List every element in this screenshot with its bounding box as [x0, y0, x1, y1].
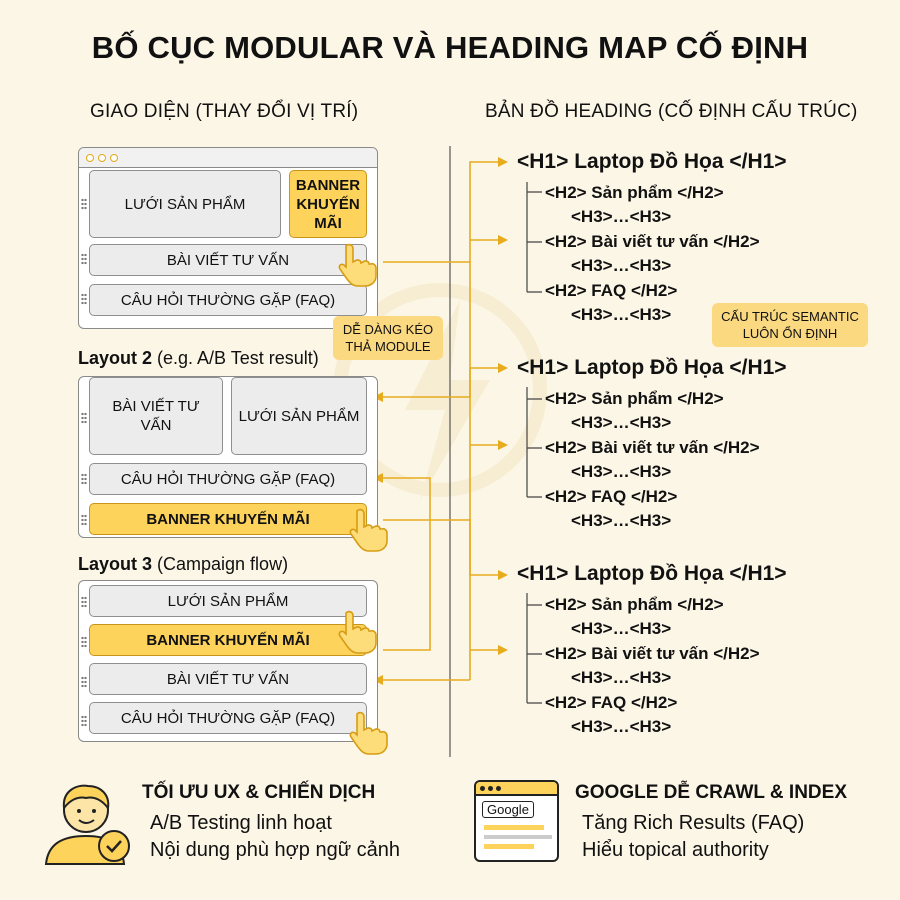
module-promo-banner[interactable]: BANNER KHUYẾN MÃI: [89, 503, 367, 535]
heading-h3: <H3>…<H3>: [571, 256, 672, 275]
window-bar: [79, 148, 377, 168]
layout-3-name: Layout 3: [78, 554, 153, 574]
drag-handle-icon[interactable]: [81, 715, 87, 727]
layout-1-frame: LƯỚI SẢN PHẨM BANNER KHUYẾN MÃI BÀI VIẾT…: [78, 147, 378, 329]
module-promo-banner[interactable]: BANNER KHUYẾN MÃI: [289, 170, 367, 238]
heading-h3: <H3>…<H3>: [571, 305, 672, 324]
drag-handle-icon[interactable]: [81, 514, 87, 526]
drag-hand-icon: [338, 243, 377, 287]
heading-h3: <H3>…<H3>: [571, 207, 672, 226]
page-title: BỐ CỤC MODULAR VÀ HEADING MAP CỐ ĐỊNH: [91, 30, 809, 65]
heading-h2-faq: <H2> FAQ </H2>: [545, 281, 678, 300]
module-advice-articles[interactable]: BÀI VIẾT TƯ VẤN: [89, 663, 367, 695]
drag-hand-icon: [338, 610, 377, 654]
layout-3-label: Layout 3 (Campaign flow): [78, 554, 288, 575]
right-column-header: BẢN ĐỒ HEADING (CỐ ĐỊNH CẤU TRÚC): [485, 101, 858, 122]
heading-h1: <H1> Laptop Đồ Họa </H1>: [517, 562, 787, 585]
module-advice-articles[interactable]: BÀI VIẾT TƯ VẤN: [89, 244, 367, 276]
browser-window-icon: Google: [474, 780, 559, 862]
heading-h3: <H3>…<H3>: [571, 619, 672, 638]
heading-h3: <H3>…<H3>: [571, 462, 672, 481]
layout-2-label: Layout 2 (e.g. A/B Test result): [78, 348, 319, 369]
heading-h3: <H3>…<H3>: [571, 668, 672, 687]
module-faq[interactable]: CÂU HỎI THƯỜNG GẶP (FAQ): [89, 284, 367, 316]
left-column-header: GIAO DIỆN (THAY ĐỔI VỊ TRÍ): [90, 101, 359, 122]
google-title: GOOGLE DỄ CRAWL & INDEX: [575, 782, 848, 803]
drag-handle-icon[interactable]: [81, 253, 87, 265]
drag-hand-icon: [349, 508, 388, 552]
ux-title: TỐI ƯU UX & CHIẾN DỊCH: [142, 782, 376, 803]
heading-h2-products: <H2> Sản phẩm </H2>: [545, 183, 724, 202]
layout-3-desc: (Campaign flow): [152, 554, 289, 574]
google-line: Tăng Rich Results (FAQ): [582, 812, 805, 834]
semantic-note: CẤU TRÚC SEMANTIC LUÔN ỔN ĐỊNH: [712, 303, 868, 347]
layout-2-frame: BÀI VIẾT TƯ VẤN LƯỚI SẢN PHẨM CÂU HỎI TH…: [78, 376, 378, 538]
heading-h2-products: <H2> Sản phẩm </H2>: [545, 389, 724, 408]
google-logo: Google: [482, 801, 534, 818]
drag-handle-icon[interactable]: [81, 636, 87, 648]
drag-hand-icon: [349, 711, 388, 755]
heading-h3: <H3>…<H3>: [571, 413, 672, 432]
heading-h1: <H1> Laptop Đồ Họa </H1>: [517, 356, 787, 379]
google-line: Hiểu topical authority: [582, 839, 769, 861]
window-dot-icon: [86, 153, 94, 162]
module-advice-articles[interactable]: BÀI VIẾT TƯ VẤN: [89, 377, 223, 455]
heading-h2-faq: <H2> FAQ </H2>: [545, 693, 678, 712]
module-product-grid[interactable]: LƯỚI SẢN PHẨM: [231, 377, 367, 455]
module-faq[interactable]: CÂU HỎI THƯỜNG GẶP (FAQ): [89, 463, 367, 495]
window-dot-icon: [98, 153, 106, 162]
heading-h1: <H1> Laptop Đồ Họa </H1>: [517, 150, 787, 173]
heading-h2-articles: <H2> Bài viết tư vấn </H2>: [545, 438, 760, 457]
module-faq[interactable]: CÂU HỎI THƯỜNG GẶP (FAQ): [89, 702, 367, 734]
ux-line: Nội dung phù hợp ngữ cảnh: [150, 839, 401, 861]
drag-handle-icon[interactable]: [81, 596, 87, 608]
layout-2-name: Layout 2: [78, 348, 153, 368]
window-dot-icon: [110, 153, 118, 162]
user-avatar-icon: [44, 784, 130, 865]
layout-3-frame: LƯỚI SẢN PHẨM BANNER KHUYẾN MÃI BÀI VIẾT…: [78, 580, 378, 742]
ux-line: A/B Testing linh hoạt: [150, 812, 332, 834]
drag-handle-icon[interactable]: [81, 473, 87, 485]
heading-h2-articles: <H2> Bài viết tư vấn </H2>: [545, 644, 760, 663]
module-promo-banner[interactable]: BANNER KHUYẾN MÃI: [89, 624, 367, 656]
drag-note: DỄ DÀNG KÉO THẢ MODULE: [333, 316, 443, 360]
heading-h3: <H3>…<H3>: [571, 511, 672, 530]
heading-h3: <H3>…<H3>: [571, 717, 672, 736]
drag-handle-icon[interactable]: [81, 676, 87, 688]
heading-h2-faq: <H2> FAQ </H2>: [545, 487, 678, 506]
drag-handle-icon[interactable]: [81, 198, 87, 210]
module-product-grid[interactable]: LƯỚI SẢN PHẨM: [89, 170, 281, 238]
module-product-grid[interactable]: LƯỚI SẢN PHẨM: [89, 585, 367, 617]
heading-h2-products: <H2> Sản phẩm </H2>: [545, 595, 724, 614]
drag-handle-icon[interactable]: [81, 412, 87, 424]
layout-2-desc: (e.g. A/B Test result): [152, 348, 319, 368]
heading-h2-articles: <H2> Bài viết tư vấn </H2>: [545, 232, 760, 251]
drag-handle-icon[interactable]: [81, 293, 87, 305]
